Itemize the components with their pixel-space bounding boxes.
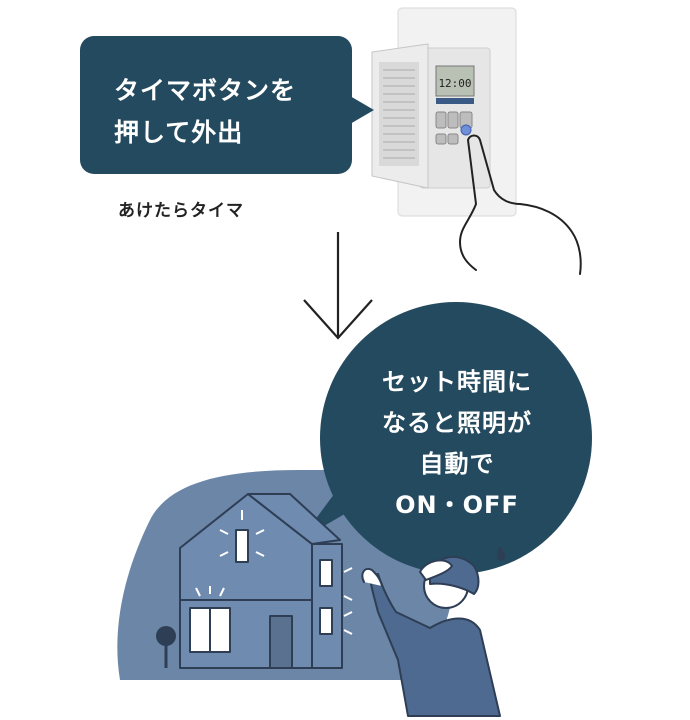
instruction-line-2: 押して外出	[114, 118, 244, 147]
down-arrow-icon	[303, 232, 373, 340]
bubble-tail	[350, 96, 374, 124]
circle-line-1: セット時間に	[382, 368, 532, 396]
circle-line-3: 自動で	[419, 450, 495, 478]
house-illustration	[179, 493, 343, 669]
instruction-bubble: タイマボタンを 押して外出	[80, 36, 374, 174]
product-label: あけたらタイマ	[118, 201, 244, 221]
instruction-line-1: タイマボタンを	[114, 76, 297, 105]
circle-line-4: ON・OFF	[395, 491, 519, 519]
circle-line-2: なると照明が	[382, 409, 532, 437]
timer-switch-device: 12:00	[371, 7, 517, 217]
tree-icon	[156, 626, 176, 668]
device-display-time: 12:00	[438, 77, 471, 90]
hand-drawing	[459, 134, 582, 275]
light-rays	[195, 510, 353, 635]
person-illustration	[361, 547, 506, 717]
circle-bubble-text: セット時間に なると照明が 自動で ON・OFF	[360, 362, 554, 526]
